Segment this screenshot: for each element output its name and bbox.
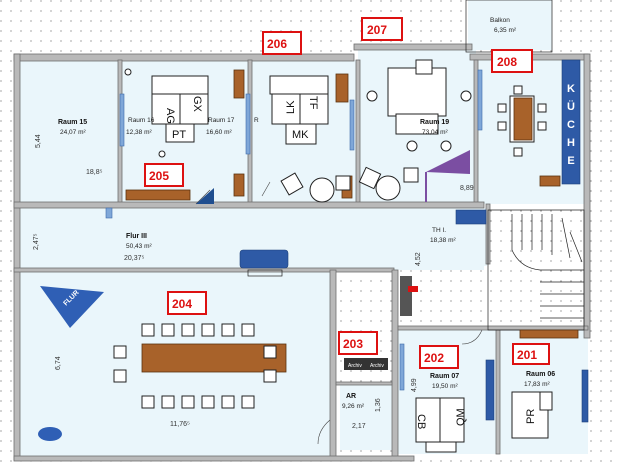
kitchen-area [497, 59, 581, 187]
room-tag-205: 205 [144, 163, 184, 187]
svg-text:205: 205 [149, 169, 169, 183]
room-tag-206: 206 [262, 31, 302, 55]
desk-label-cb: CB [415, 414, 427, 429]
kueche-letter: K [567, 83, 575, 95]
room-tag-207: 207 [361, 17, 403, 41]
svg-text:201: 201 [517, 348, 537, 362]
balkon-area: 6,35 m² [494, 27, 517, 34]
desk-label-gx: GX [191, 96, 203, 113]
cabinet [455, 209, 487, 225]
kueche-letter: Ü [567, 100, 575, 113]
dim-544: 5,44 [35, 134, 42, 148]
raum07-desks [399, 343, 495, 453]
raum06-area: 17,83 m² [524, 381, 550, 388]
window [119, 93, 125, 147]
room-tag-208: 208 [491, 49, 533, 73]
raum19-area: 73,04 m² [422, 129, 448, 136]
desk-label-ag: AG [164, 108, 176, 124]
raum15-area: 24,07 m² [60, 129, 86, 136]
raum16-label: Raum 16 [128, 117, 155, 124]
raum15-label: Raum 15 [58, 119, 87, 126]
archiv-box [344, 358, 366, 370]
flur-sign [40, 286, 104, 328]
dim-499: 4,99 [411, 378, 418, 392]
svg-text:202: 202 [424, 351, 444, 365]
flur-area: 50,43 m² [126, 243, 152, 250]
raum06-desks [511, 329, 589, 439]
bench [247, 269, 283, 277]
sofa [239, 249, 289, 269]
desk-label-qm: QM [455, 408, 467, 426]
doors [195, 181, 483, 445]
svg-text:207: 207 [367, 23, 387, 37]
kueche-letter: C [567, 119, 575, 131]
raum19-label: Raum 19 [420, 119, 449, 126]
raum16-area: 12,38 m² [126, 129, 152, 136]
shelf [233, 173, 245, 197]
server-rack [400, 276, 412, 316]
raum06-label: Raum 06 [526, 371, 555, 378]
dim-217: 2,17 [352, 423, 366, 430]
staircase [487, 209, 585, 331]
svg-text:203: 203 [343, 337, 363, 351]
raum204-seating [113, 323, 287, 409]
svg-text:208: 208 [497, 55, 517, 69]
dim-189: 18,8⁵ [86, 169, 103, 176]
floor-ellipse [38, 427, 62, 441]
desk-label-pr: PR [525, 409, 537, 424]
room-tag-203: 203 [338, 331, 378, 355]
th-label: TH I. [432, 227, 446, 234]
window [105, 207, 113, 219]
dim-889: 8,89 [460, 185, 474, 192]
dim-452: 4,52 [415, 252, 422, 266]
balkon-label: Balkon [490, 17, 510, 24]
archiv-box [366, 358, 388, 370]
desk-label-pt: PT [172, 129, 186, 141]
window [245, 93, 251, 155]
room-tag-202: 202 [419, 345, 459, 369]
dim-1176: 11,76⁵ [170, 421, 190, 428]
ar-label: AR [346, 393, 356, 400]
svg-text:204: 204 [172, 297, 192, 311]
lounge-chairs [280, 166, 419, 203]
archiv-label: Archiv [370, 363, 384, 369]
svg-text:206: 206 [267, 37, 287, 51]
raum18-label: R [254, 117, 259, 124]
room-tag-204: 204 [167, 291, 207, 315]
raum07-area: 19,50 m² [432, 383, 458, 390]
desk-label-lk: LK [285, 100, 297, 114]
shelf [125, 189, 191, 201]
desk-label-mk: MK [292, 129, 309, 141]
flur-dim: 20,37⁵ [124, 255, 145, 262]
desk-label-tf: TF [307, 96, 319, 110]
rack-marker [408, 286, 418, 292]
dim-136: 1,36 [375, 398, 382, 412]
kueche-letter: E [567, 155, 574, 167]
th-area: 18,38 m² [430, 237, 456, 244]
shelf [335, 73, 349, 103]
shelf [233, 69, 245, 99]
dim-674: 6,74 [55, 356, 62, 370]
archiv-label: Archiv [348, 363, 362, 369]
raum17-label: Raum 17 [208, 117, 235, 124]
stair-arrow [426, 150, 470, 174]
kueche-letter: H [567, 137, 575, 149]
raum19-desks [366, 59, 472, 152]
flur-label: Flur III [126, 233, 147, 240]
window [349, 99, 355, 151]
raum17-area: 16,60 m² [206, 129, 232, 136]
dim-247: 2,47⁵ [33, 233, 40, 250]
window [477, 69, 483, 131]
raum16-desks [124, 68, 209, 158]
raum07-label: Raum 07 [430, 373, 459, 380]
raum18-desks [269, 75, 329, 145]
ar-area: 9,26 m² [342, 403, 365, 410]
room-tag-201: 201 [512, 343, 550, 365]
